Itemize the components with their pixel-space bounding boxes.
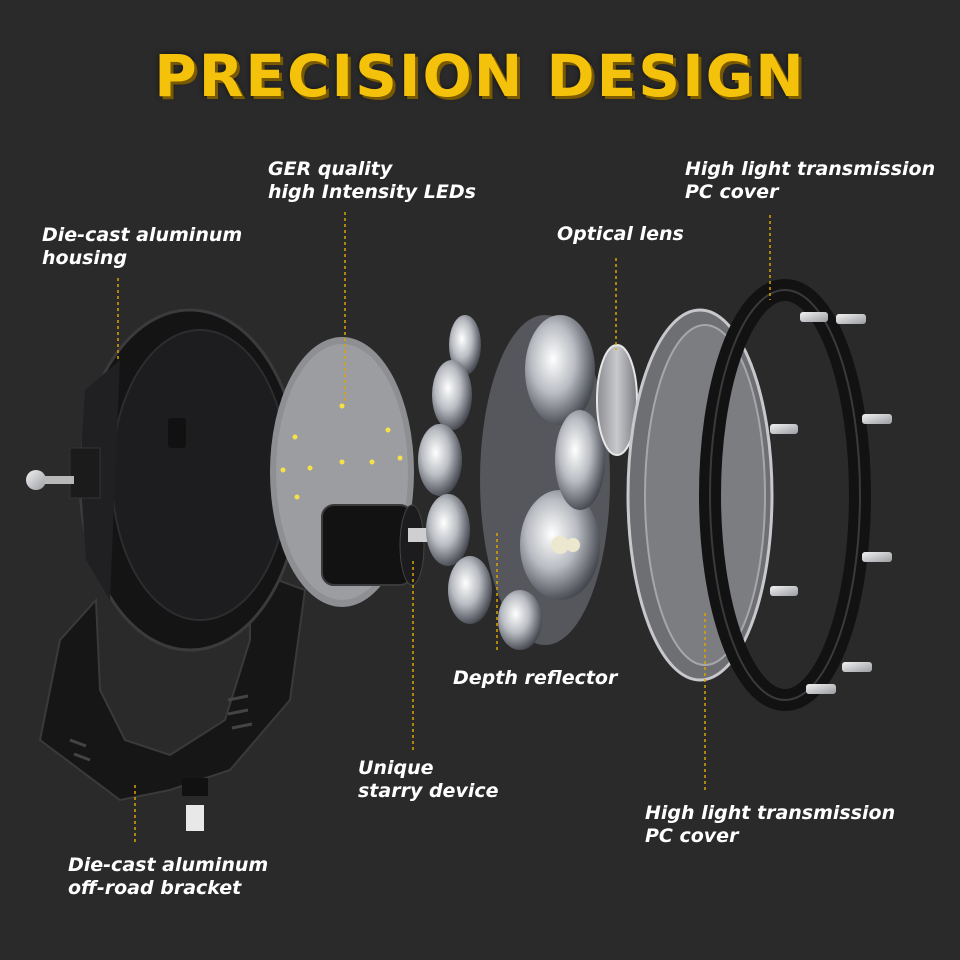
leader-lines (117, 212, 771, 842)
depth-reflector (418, 315, 610, 650)
label-optical-lens: Optical lens (557, 223, 684, 245)
off-road-bracket (38, 568, 307, 831)
label-pc-cover-bottom: High light transmission PC cover (645, 802, 896, 847)
label-depth-reflector: Depth reflector (453, 667, 618, 689)
label-bracket: Die-cast aluminum off-road bracket (68, 854, 269, 899)
label-starry-device: Unique starry device (358, 757, 499, 802)
label-pc-cover-top: High light transmission PC cover (685, 158, 936, 203)
bezel-ring (699, 279, 892, 711)
starry-device (321, 504, 430, 586)
label-housing: Die-cast aluminum housing (42, 224, 243, 269)
housing (26, 308, 302, 652)
label-leds: GER quality high Intensity LEDs (268, 158, 476, 203)
page-title: PRECISION DESIGN (154, 42, 806, 110)
